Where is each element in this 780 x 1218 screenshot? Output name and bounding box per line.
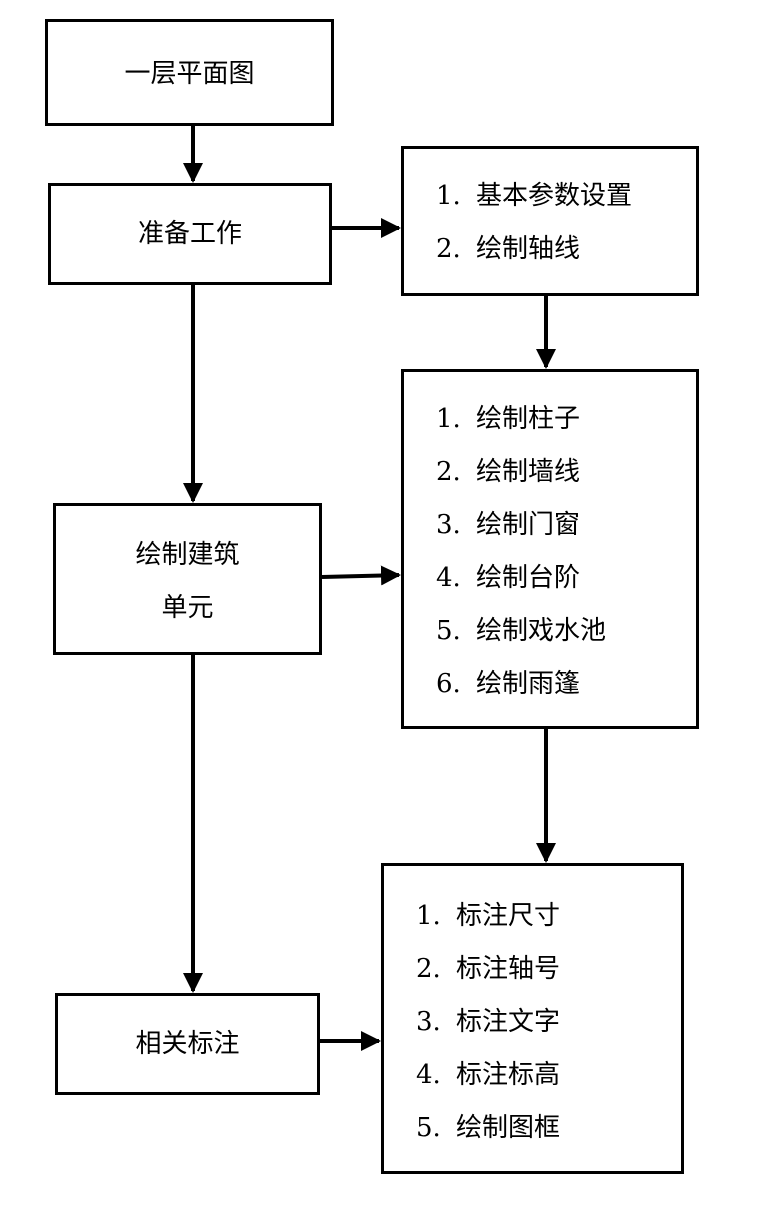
list-item: 5. 绘制图框: [416, 1113, 560, 1143]
list-item-text: 绘制图框: [456, 1113, 561, 1143]
list-item-number: 2.: [436, 234, 461, 264]
list-item-text: 绘制墙线: [476, 457, 581, 487]
node-draw-units: 绘制建筑 单元: [53, 503, 322, 655]
list-item-number: 3.: [416, 1007, 441, 1037]
list-item-number: 2.: [436, 457, 461, 487]
list-item-number: 6.: [436, 669, 461, 699]
node-draw-units-label-line1: 绘制建筑: [135, 540, 240, 570]
list-item: 3. 绘制门窗: [436, 510, 580, 540]
list-item-number: 3.: [436, 510, 461, 540]
list-item: 1. 绘制柱子: [436, 404, 580, 434]
list-item-number: 1.: [416, 901, 441, 931]
list-item-text: 标注尺寸: [456, 901, 561, 931]
list-item-text: 标注文字: [456, 1007, 561, 1037]
list-item-number: 5.: [416, 1113, 441, 1143]
list-item-number: 2.: [416, 954, 441, 984]
node-preparation-label: 准备工作: [137, 219, 242, 249]
node-preparation: 准备工作: [48, 183, 332, 285]
node-floor-plan-label: 一层平面图: [124, 59, 255, 89]
list-item: 2. 标注轴号: [416, 954, 560, 984]
list-item-number: 1.: [436, 404, 461, 434]
list-item-text: 标注标高: [456, 1060, 561, 1090]
list-item: 1. 标注尺寸: [416, 901, 560, 931]
list-item: 4. 标注标高: [416, 1060, 560, 1090]
list-item-number: 4.: [436, 563, 461, 593]
list-item: 5. 绘制戏水池: [436, 616, 606, 646]
arrow-units-to-elements: [321, 565, 401, 586]
node-draw-units-label-line2: 单元: [161, 593, 214, 623]
list-item-text: 绘制柱子: [476, 404, 581, 434]
list-item-text: 绘制轴线: [476, 234, 581, 264]
list-item-text: 绘制门窗: [476, 510, 581, 540]
node-floor-plan: 一层平面图: [45, 19, 334, 126]
list-item-number: 5.: [436, 616, 461, 646]
list-item: 2. 绘制墙线: [436, 457, 580, 487]
list-item-number: 1.: [436, 181, 461, 211]
list-item-text: 基本参数设置: [476, 181, 633, 211]
list-item-text: 绘制戏水池: [476, 616, 607, 646]
list-elements: 1. 绘制柱子 2. 绘制墙线 3. 绘制门窗 4. 绘制台阶 5. 绘制戏水池 6. 绘制…: [401, 369, 699, 729]
list-item: 6. 绘制雨篷: [436, 669, 580, 699]
node-annotation: 相关标注: [55, 993, 320, 1095]
list-annotations: 1. 标注尺寸 2. 标注轴号 3. 标注文字 4. 标注标高 5. 绘制图框: [381, 863, 684, 1174]
list-item: 1. 基本参数设置: [436, 181, 632, 211]
list-item-text: 标注轴号: [456, 954, 561, 984]
list-item-text: 绘制台阶: [476, 563, 581, 593]
list-item-number: 4.: [416, 1060, 441, 1090]
node-annotation-label: 相关标注: [135, 1029, 240, 1059]
list-item: 3. 标注文字: [416, 1007, 560, 1037]
list-item: 4. 绘制台阶: [436, 563, 580, 593]
list-setup: 1. 基本参数设置 2. 绘制轴线: [401, 146, 699, 296]
list-item-text: 绘制雨篷: [476, 669, 581, 699]
list-item: 2. 绘制轴线: [436, 234, 580, 264]
